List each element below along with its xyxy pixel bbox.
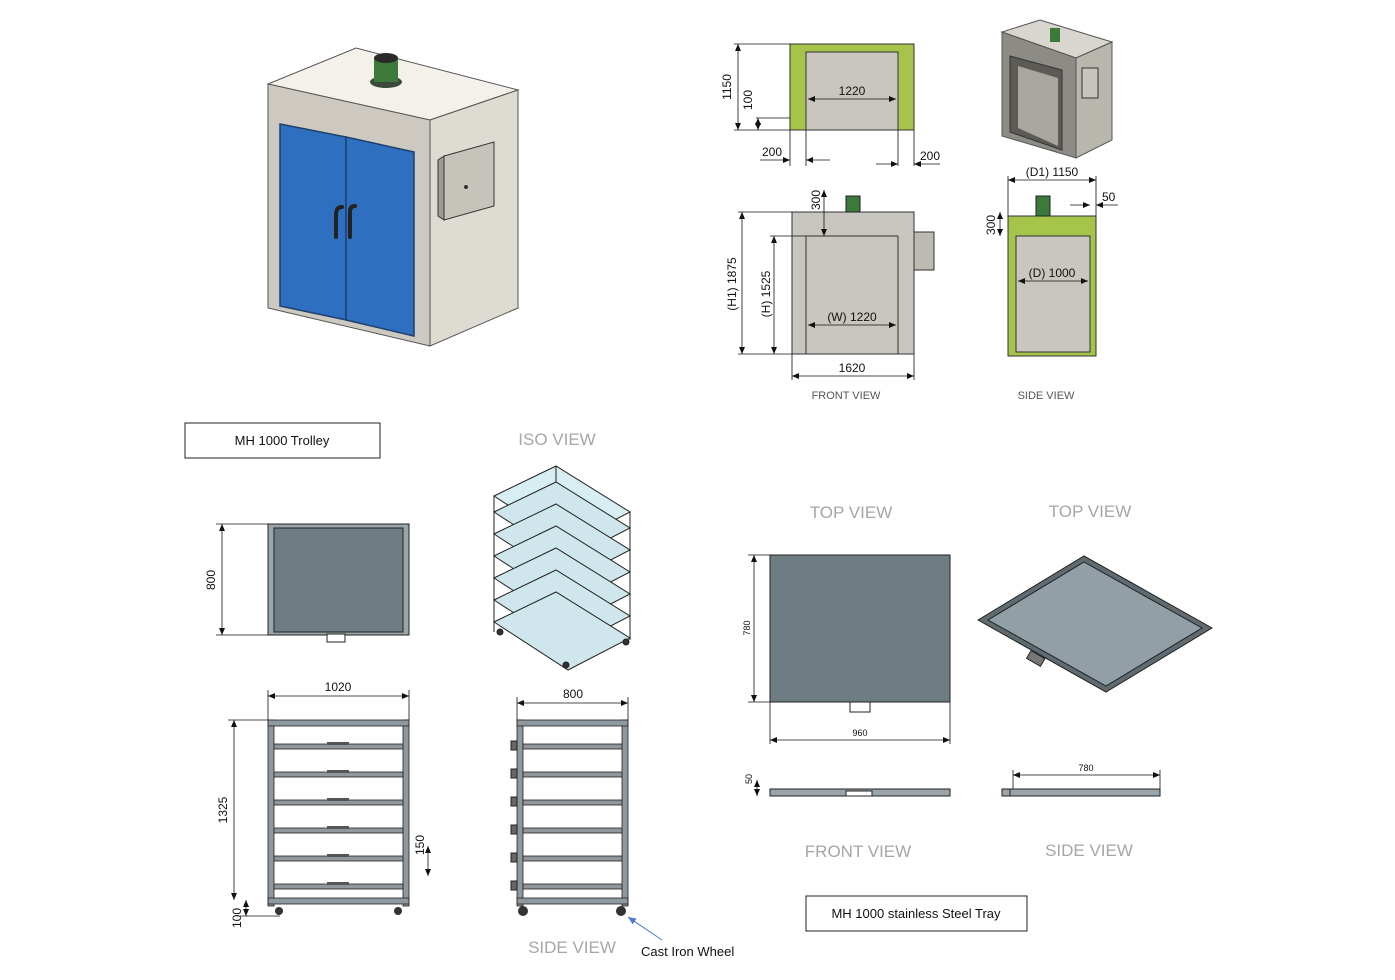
dim-front-top: 300 <box>809 190 823 210</box>
dim-front-overall: 1620 <box>839 361 866 375</box>
dim-trolley-width: 1020 <box>325 680 352 694</box>
side-view-caption: SIDE VIEW <box>1018 390 1075 402</box>
trolley-shelf <box>522 743 623 750</box>
dim-cabinet-base: 100 <box>741 90 755 110</box>
trolley-shelf <box>522 799 623 806</box>
iso-view-caption: ISO VIEW <box>518 430 595 449</box>
dim-tray-width: 960 <box>852 728 867 738</box>
dim-cabinet-width: 1220 <box>839 84 866 98</box>
dim-front-h: (H) 1525 <box>759 270 773 317</box>
dim-trolley-side-width: 800 <box>563 687 583 701</box>
dim-trolley-base: 100 <box>230 908 244 928</box>
tray-label: MH 1000 stainless Steel Tray <box>805 895 1028 932</box>
cabinet-front-view: 300 (H1) 1875 (H) 1525 (W) 1220 1620 FRO… <box>725 190 935 402</box>
tray-front-view: 50 FRONT VIEW <box>744 774 951 861</box>
control-box-icon <box>437 141 495 221</box>
trolley-shelf <box>522 855 623 862</box>
motor-icon <box>370 53 402 88</box>
trolley-shelf <box>522 883 623 890</box>
trolley-iso-shelf <box>492 591 632 671</box>
dim-trolley-height: 1325 <box>216 796 230 823</box>
dim-side-d1: (D1) 1150 <box>1026 165 1079 179</box>
dim-tray-thickness: 50 <box>744 774 754 784</box>
trolley-side-view: 800 SIDE VIEW Cast Iron Wheel <box>510 687 734 959</box>
trolley-shelf <box>522 771 623 778</box>
trolley-front-view: 1020 1325 100 150 <box>216 680 431 928</box>
dim-front-h1: (H1) 1875 <box>725 257 739 311</box>
trolley-top-view: 800 <box>204 523 410 643</box>
trolley-label: MH 1000 Trolley <box>184 422 381 459</box>
trolley-label-text: MH 1000 Trolley <box>235 433 330 448</box>
dim-side-wall: 50 <box>1102 190 1116 204</box>
dim-side-top: 300 <box>984 215 998 235</box>
dim-left-wall: 200 <box>762 145 782 159</box>
tray-iso-caption: TOP VIEW <box>1049 502 1132 521</box>
front-view-caption: FRONT VIEW <box>812 390 881 402</box>
trolley-iso-view <box>492 465 632 671</box>
dim-trolley-depth: 800 <box>204 570 218 590</box>
trolley-shelf <box>522 827 623 834</box>
dim-front-w: (W) 1220 <box>827 310 877 324</box>
caster-wheel-icon <box>275 907 402 915</box>
wheel-note: Cast Iron Wheel <box>641 944 734 959</box>
trolley-side-caption: SIDE VIEW <box>528 938 616 957</box>
oven-cabinet-3d <box>266 47 520 347</box>
dim-right-wall: 200 <box>920 149 940 163</box>
tray-iso-view <box>977 555 1213 693</box>
dim-cabinet-height: 1150 <box>720 74 734 100</box>
tray-top-view: 780 960 <box>742 554 951 744</box>
oven-cabinet-3d-small <box>1000 19 1114 159</box>
dim-shelf-pitch: 150 <box>413 835 427 855</box>
dim-side-d: (D) 1000 <box>1029 266 1076 280</box>
tray-label-text: MH 1000 stainless Steel Tray <box>831 906 1001 921</box>
dim-tray-side-length: 780 <box>1078 763 1093 773</box>
tray-side-caption: SIDE VIEW <box>1045 841 1133 860</box>
cabinet-plan-view: 1150 100 1220 200 200 <box>720 43 940 167</box>
cabinet-side-view: (D1) 1150 50 300 (D) 1000 SIDE VIEW <box>984 165 1118 402</box>
tray-top-view-caption: TOP VIEW <box>810 503 893 522</box>
dim-tray-depth: 780 <box>742 620 752 635</box>
tray-front-caption: FRONT VIEW <box>805 842 911 861</box>
tray-side-view: 780 SIDE VIEW <box>1001 763 1161 860</box>
